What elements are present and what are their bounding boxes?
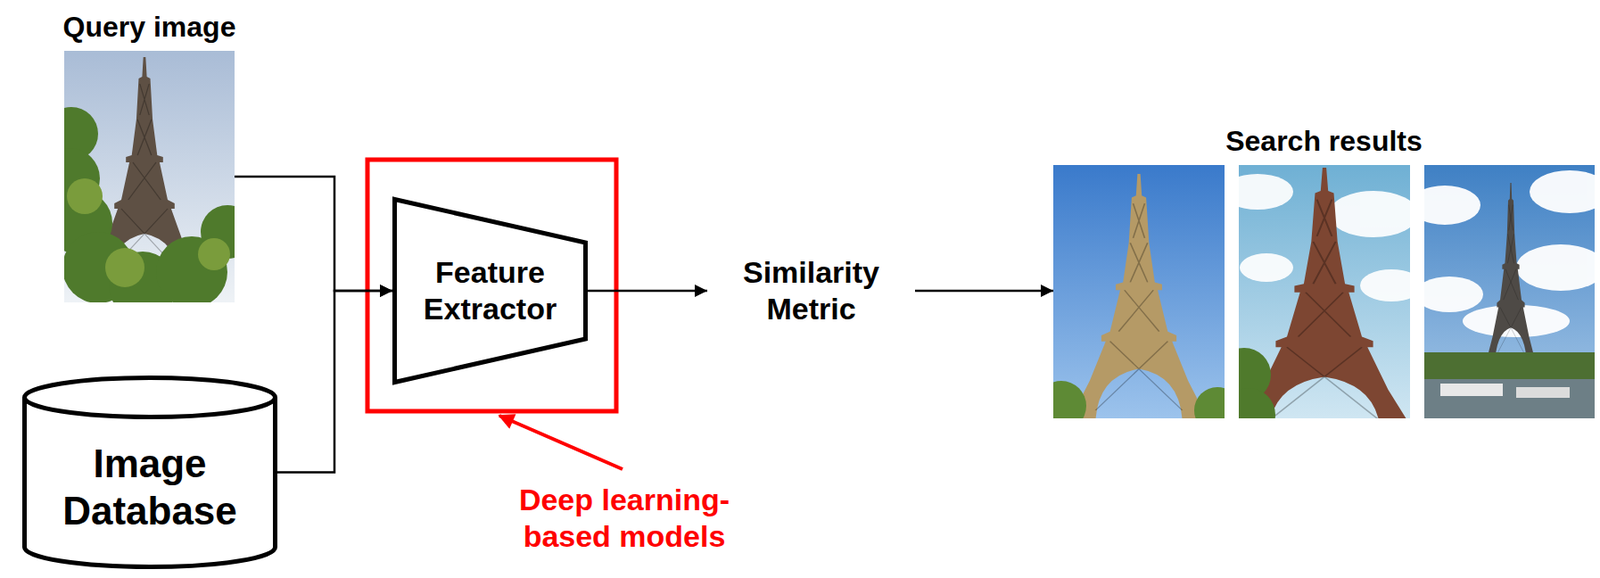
flow-arrow (277, 290, 393, 473)
heading-text: Query image (63, 9, 237, 44)
trapezoid-outline (392, 197, 588, 385)
search-results: Search results (1053, 164, 1595, 419)
heading-text: Search results (1225, 123, 1423, 158)
node-text: Image Database (32, 440, 267, 536)
text-area: Image Database (22, 414, 278, 561)
text-area: Similarity Metric (707, 252, 916, 330)
node-text: Similarity Metric (721, 254, 901, 328)
query-photo (64, 50, 235, 303)
result-photo (1424, 164, 1595, 419)
node-text: Feature Extractor (404, 254, 576, 328)
feature-extractor: Feature Extractor (392, 197, 588, 385)
highlight-box (367, 159, 617, 412)
query-image: Query image (64, 50, 235, 303)
cylinder-body (24, 378, 276, 568)
cylinder-rim (24, 397, 276, 418)
flow-arrow (234, 176, 393, 291)
callout-arrow (499, 415, 623, 470)
result-photo (1053, 164, 1225, 419)
database-cylinder: Image Database (22, 375, 278, 570)
trapezoid-body (395, 199, 586, 383)
similarity-metric: Similarity Metric (707, 252, 916, 330)
flow-arrow (915, 289, 1054, 293)
callout-label: Deep learning-based models (494, 481, 754, 555)
flow-arrow (587, 289, 708, 293)
text-area: Feature Extractor (392, 197, 588, 385)
result-photo (1238, 164, 1411, 419)
